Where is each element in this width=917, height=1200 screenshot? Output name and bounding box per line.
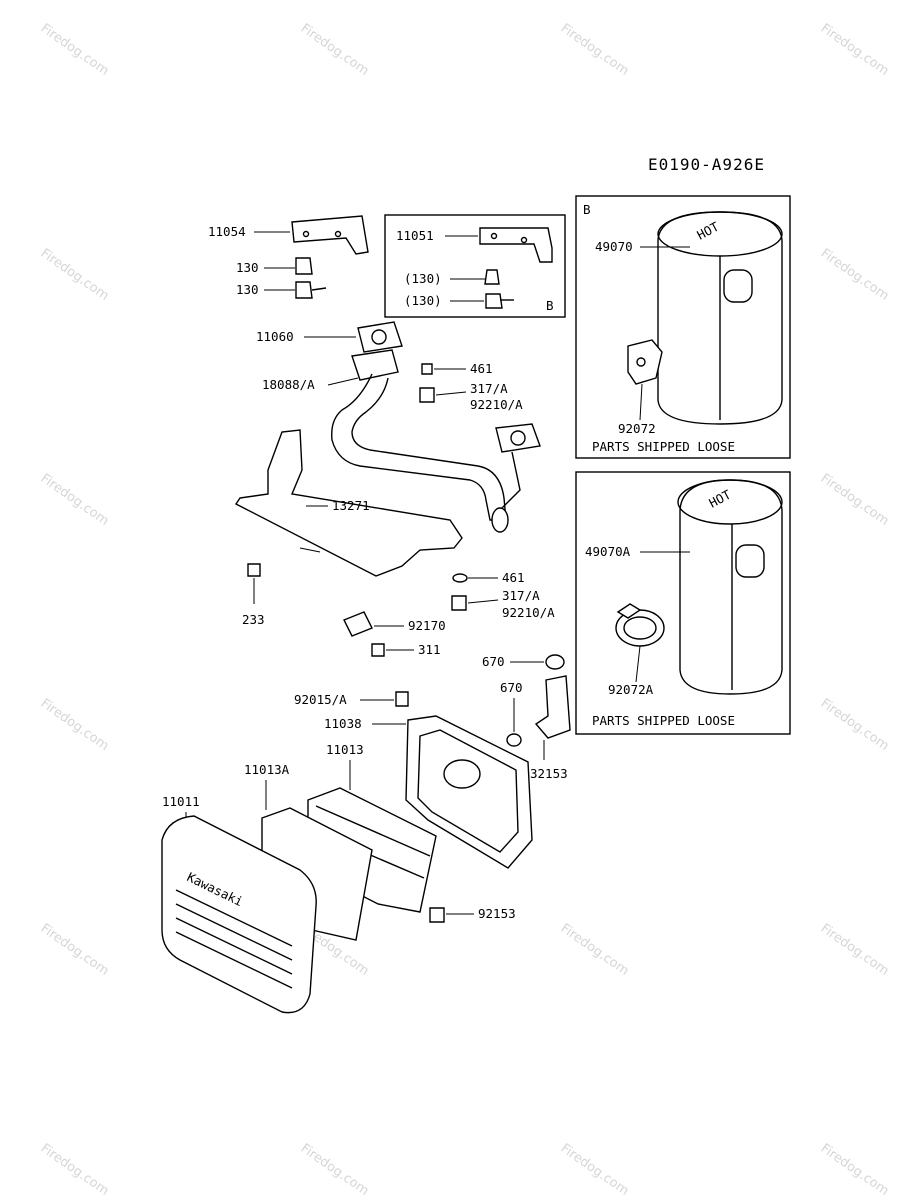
watermark: Firedog.com	[818, 921, 892, 979]
label-11013a: 11013A	[244, 762, 290, 777]
inset-muffler-a: HOT 49070A 92072A PARTS SHIPPED LOOSE	[575, 471, 791, 735]
label-18088a: 18088/A	[262, 377, 315, 392]
label-92210a-b: 92210/A	[502, 605, 555, 620]
main-exploded-view: 11054 130 130 11060 18088/A 461 317/A	[161, 215, 571, 1014]
label-92072a: 92072A	[608, 682, 654, 697]
watermark: Firedog.com	[818, 1141, 892, 1199]
label-49070: 49070	[595, 239, 633, 254]
inset-bracket: 11051 (130) (130) B	[384, 214, 566, 318]
watermark: Firedog.com	[38, 921, 112, 979]
label-317a-b: 317/A	[502, 588, 540, 603]
label-11038: 11038	[324, 716, 362, 731]
parts-shipped-loose-c: PARTS SHIPPED LOOSE	[592, 713, 735, 728]
label-670-b: 670	[500, 680, 523, 695]
label-92153: 92153	[478, 906, 516, 921]
watermark: Firedog.com	[818, 246, 892, 304]
inset-muffler-b: B HOT 49070 92072 PARTS SHIPPED LOOSE	[575, 195, 791, 459]
label-130-b: 130	[236, 282, 259, 297]
label-11011: 11011	[162, 794, 200, 809]
watermark: Firedog.com	[298, 1141, 372, 1199]
watermark: Firedog.com	[38, 471, 112, 529]
watermark: Firedog.com	[818, 21, 892, 79]
label-11054: 11054	[208, 224, 246, 239]
watermark: Firedog.com	[298, 21, 372, 79]
diagram-code: E0190-A926E	[648, 155, 765, 174]
watermark: Firedog.com	[558, 1141, 632, 1199]
label-92015a: 92015/A	[294, 692, 347, 707]
inset-tag-b: B	[546, 298, 554, 313]
label-49070a: 49070A	[585, 544, 631, 559]
label-92072: 92072	[618, 421, 656, 436]
watermark: Firedog.com	[818, 471, 892, 529]
watermark: Firedog.com	[38, 696, 112, 754]
label-317a-a: 317/A	[470, 381, 508, 396]
watermark: Firedog.com	[38, 246, 112, 304]
label-13271: 13271	[332, 498, 370, 513]
label-130-b: (130)	[404, 293, 442, 308]
watermark: Firedog.com	[558, 921, 632, 979]
label-130-a: 130	[236, 260, 259, 275]
label-32153: 32153	[530, 766, 568, 781]
label-92210a-a: 92210/A	[470, 397, 523, 412]
label-130-a: (130)	[404, 271, 442, 286]
label-461-a: 461	[470, 361, 493, 376]
label-11060: 11060	[256, 329, 294, 344]
watermark: Firedog.com	[818, 696, 892, 754]
label-670-a: 670	[482, 654, 505, 669]
watermark: Firedog.com	[558, 21, 632, 79]
label-92170: 92170	[408, 618, 446, 633]
watermark: Firedog.com	[38, 21, 112, 79]
label-11013: 11013	[326, 742, 364, 757]
label-233: 233	[242, 612, 265, 627]
label-461-b: 461	[502, 570, 525, 585]
label-311: 311	[418, 642, 441, 657]
inset-tag-b: B	[583, 202, 591, 217]
parts-shipped-loose-b: PARTS SHIPPED LOOSE	[592, 439, 735, 454]
watermark: Firedog.com	[38, 1141, 112, 1199]
label-11051: 11051	[396, 228, 434, 243]
